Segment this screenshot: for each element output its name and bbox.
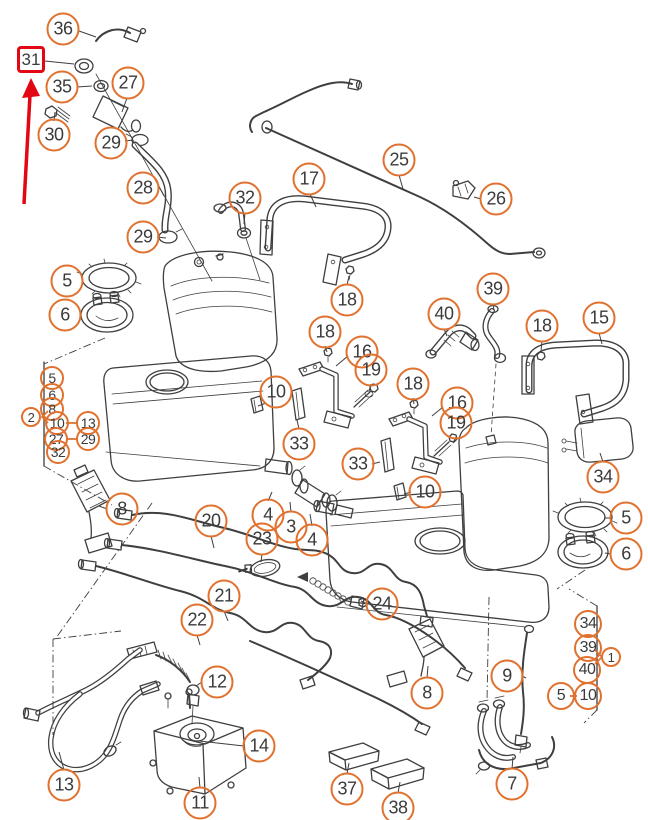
callout-12[interactable]: 12: [200, 665, 234, 699]
hose-clamp-4: [291, 469, 303, 487]
return-line-assembly-7: [475, 695, 556, 775]
callout-32[interactable]: 32: [228, 181, 262, 215]
hose-13: [22, 647, 161, 773]
breather-pipe-32: [213, 201, 261, 281]
lock-ring-5-right: [552, 497, 618, 537]
callout-19[interactable]: 19: [439, 406, 473, 440]
callout-4[interactable]: 4: [295, 523, 329, 557]
clamp-23: [238, 558, 281, 578]
right-fuel-tank: [313, 416, 550, 628]
spacer-10-right: [393, 482, 407, 501]
callout-8[interactable]: 8: [105, 492, 139, 526]
callout-29[interactable]: 29: [94, 126, 128, 160]
callout-14[interactable]: 14: [242, 729, 276, 763]
strap-bracket-15: [521, 339, 630, 425]
callout-13[interactable]: 13: [47, 768, 81, 802]
callout-15[interactable]: 15: [582, 301, 616, 335]
bolt-30: [44, 105, 58, 119]
callout-6[interactable]: 6: [609, 537, 643, 571]
highlighted-part-31[interactable]: 31: [17, 46, 45, 73]
fuel-filter-34: [561, 417, 634, 463]
nut-18: [345, 265, 355, 275]
pump-flange-6-right: [557, 530, 609, 569]
foam-pad-37: [328, 742, 380, 771]
dipstick-tube-9: [514, 624, 535, 754]
highlighted-part-label: 31: [21, 49, 41, 69]
callout-27[interactable]: 27: [111, 66, 145, 100]
callout-32[interactable]: 32: [46, 440, 70, 464]
callout-33[interactable]: 33: [282, 427, 316, 461]
callout-30[interactable]: 30: [37, 118, 71, 152]
callout-25[interactable]: 25: [382, 143, 416, 177]
callout-28[interactable]: 28: [126, 171, 160, 205]
callout-7[interactable]: 7: [495, 767, 529, 801]
callout-2[interactable]: 2: [21, 407, 41, 427]
sender-unit-right: [386, 618, 445, 688]
callout-5[interactable]: 5: [547, 682, 575, 710]
callout-40[interactable]: 40: [427, 297, 461, 331]
callout-18[interactable]: 18: [525, 309, 559, 343]
callout-5[interactable]: 5: [50, 264, 84, 298]
pump-flange-6-left: [80, 290, 134, 333]
callout-5[interactable]: 5: [609, 501, 643, 535]
callout-35[interactable]: 35: [45, 70, 79, 104]
callout-23[interactable]: 23: [245, 522, 279, 556]
foam-pad-38: [370, 758, 425, 790]
callout-39[interactable]: 39: [476, 272, 510, 306]
callout-33[interactable]: 33: [341, 447, 375, 481]
callout-34[interactable]: 34: [586, 460, 620, 494]
mounting-bracket-16-right: [388, 399, 458, 475]
callout-1[interactable]: 1: [601, 647, 621, 667]
grommet-31: [74, 58, 94, 74]
left-fuel-tank: [103, 250, 293, 482]
fuel-line-21: [121, 544, 466, 669]
callout-18[interactable]: 18: [396, 367, 430, 401]
callout-18[interactable]: 18: [308, 315, 342, 349]
rubber-strip-33-right: [380, 437, 395, 473]
vent-pipe-25: [249, 78, 546, 259]
vent-hose-39: [482, 304, 507, 446]
mounting-bracket-16-left: [298, 347, 379, 429]
corrugated-hose-12: [126, 641, 200, 725]
callout-8[interactable]: 8: [410, 676, 444, 710]
breather-valve-assembly: [44, 26, 213, 282]
fuel-line-22: [95, 565, 333, 681]
vent-hose-40: [425, 324, 480, 359]
callout-9[interactable]: 9: [490, 659, 524, 693]
callout-10[interactable]: 10: [408, 475, 442, 509]
callout-10[interactable]: 10: [574, 682, 602, 710]
pump-bolt-14: [179, 722, 215, 746]
callout-6[interactable]: 6: [48, 298, 82, 332]
callout-26[interactable]: 26: [479, 182, 513, 216]
clamp-29b: [158, 230, 178, 244]
highlight-arrow: [22, 78, 40, 205]
retaining-clip-26: [452, 179, 476, 200]
callout-29[interactable]: 29: [76, 427, 100, 451]
rubber-strip-33-left: [291, 387, 306, 421]
spacer-10-left: [250, 395, 264, 414]
lock-ring-5-left: [76, 258, 142, 298]
callout-10[interactable]: 10: [259, 375, 293, 409]
callout-21[interactable]: 21: [207, 579, 241, 613]
callout-38[interactable]: 38: [381, 791, 415, 820]
spring-bolt-24: [297, 572, 368, 610]
callout-36[interactable]: 36: [46, 12, 80, 46]
callout-18[interactable]: 18: [330, 283, 364, 317]
callout-17[interactable]: 17: [292, 162, 326, 196]
callout-40[interactable]: 40: [573, 656, 601, 684]
callout-19[interactable]: 19: [354, 353, 388, 387]
callout-11[interactable]: 11: [183, 786, 217, 820]
callout-37[interactable]: 37: [330, 772, 364, 806]
callout-22[interactable]: 22: [180, 603, 214, 637]
strap-bracket-17: [259, 195, 392, 286]
callout-24[interactable]: 24: [365, 587, 399, 621]
callout-29[interactable]: 29: [126, 220, 160, 254]
callout-20[interactable]: 20: [194, 504, 228, 538]
nut-18: [536, 351, 546, 361]
